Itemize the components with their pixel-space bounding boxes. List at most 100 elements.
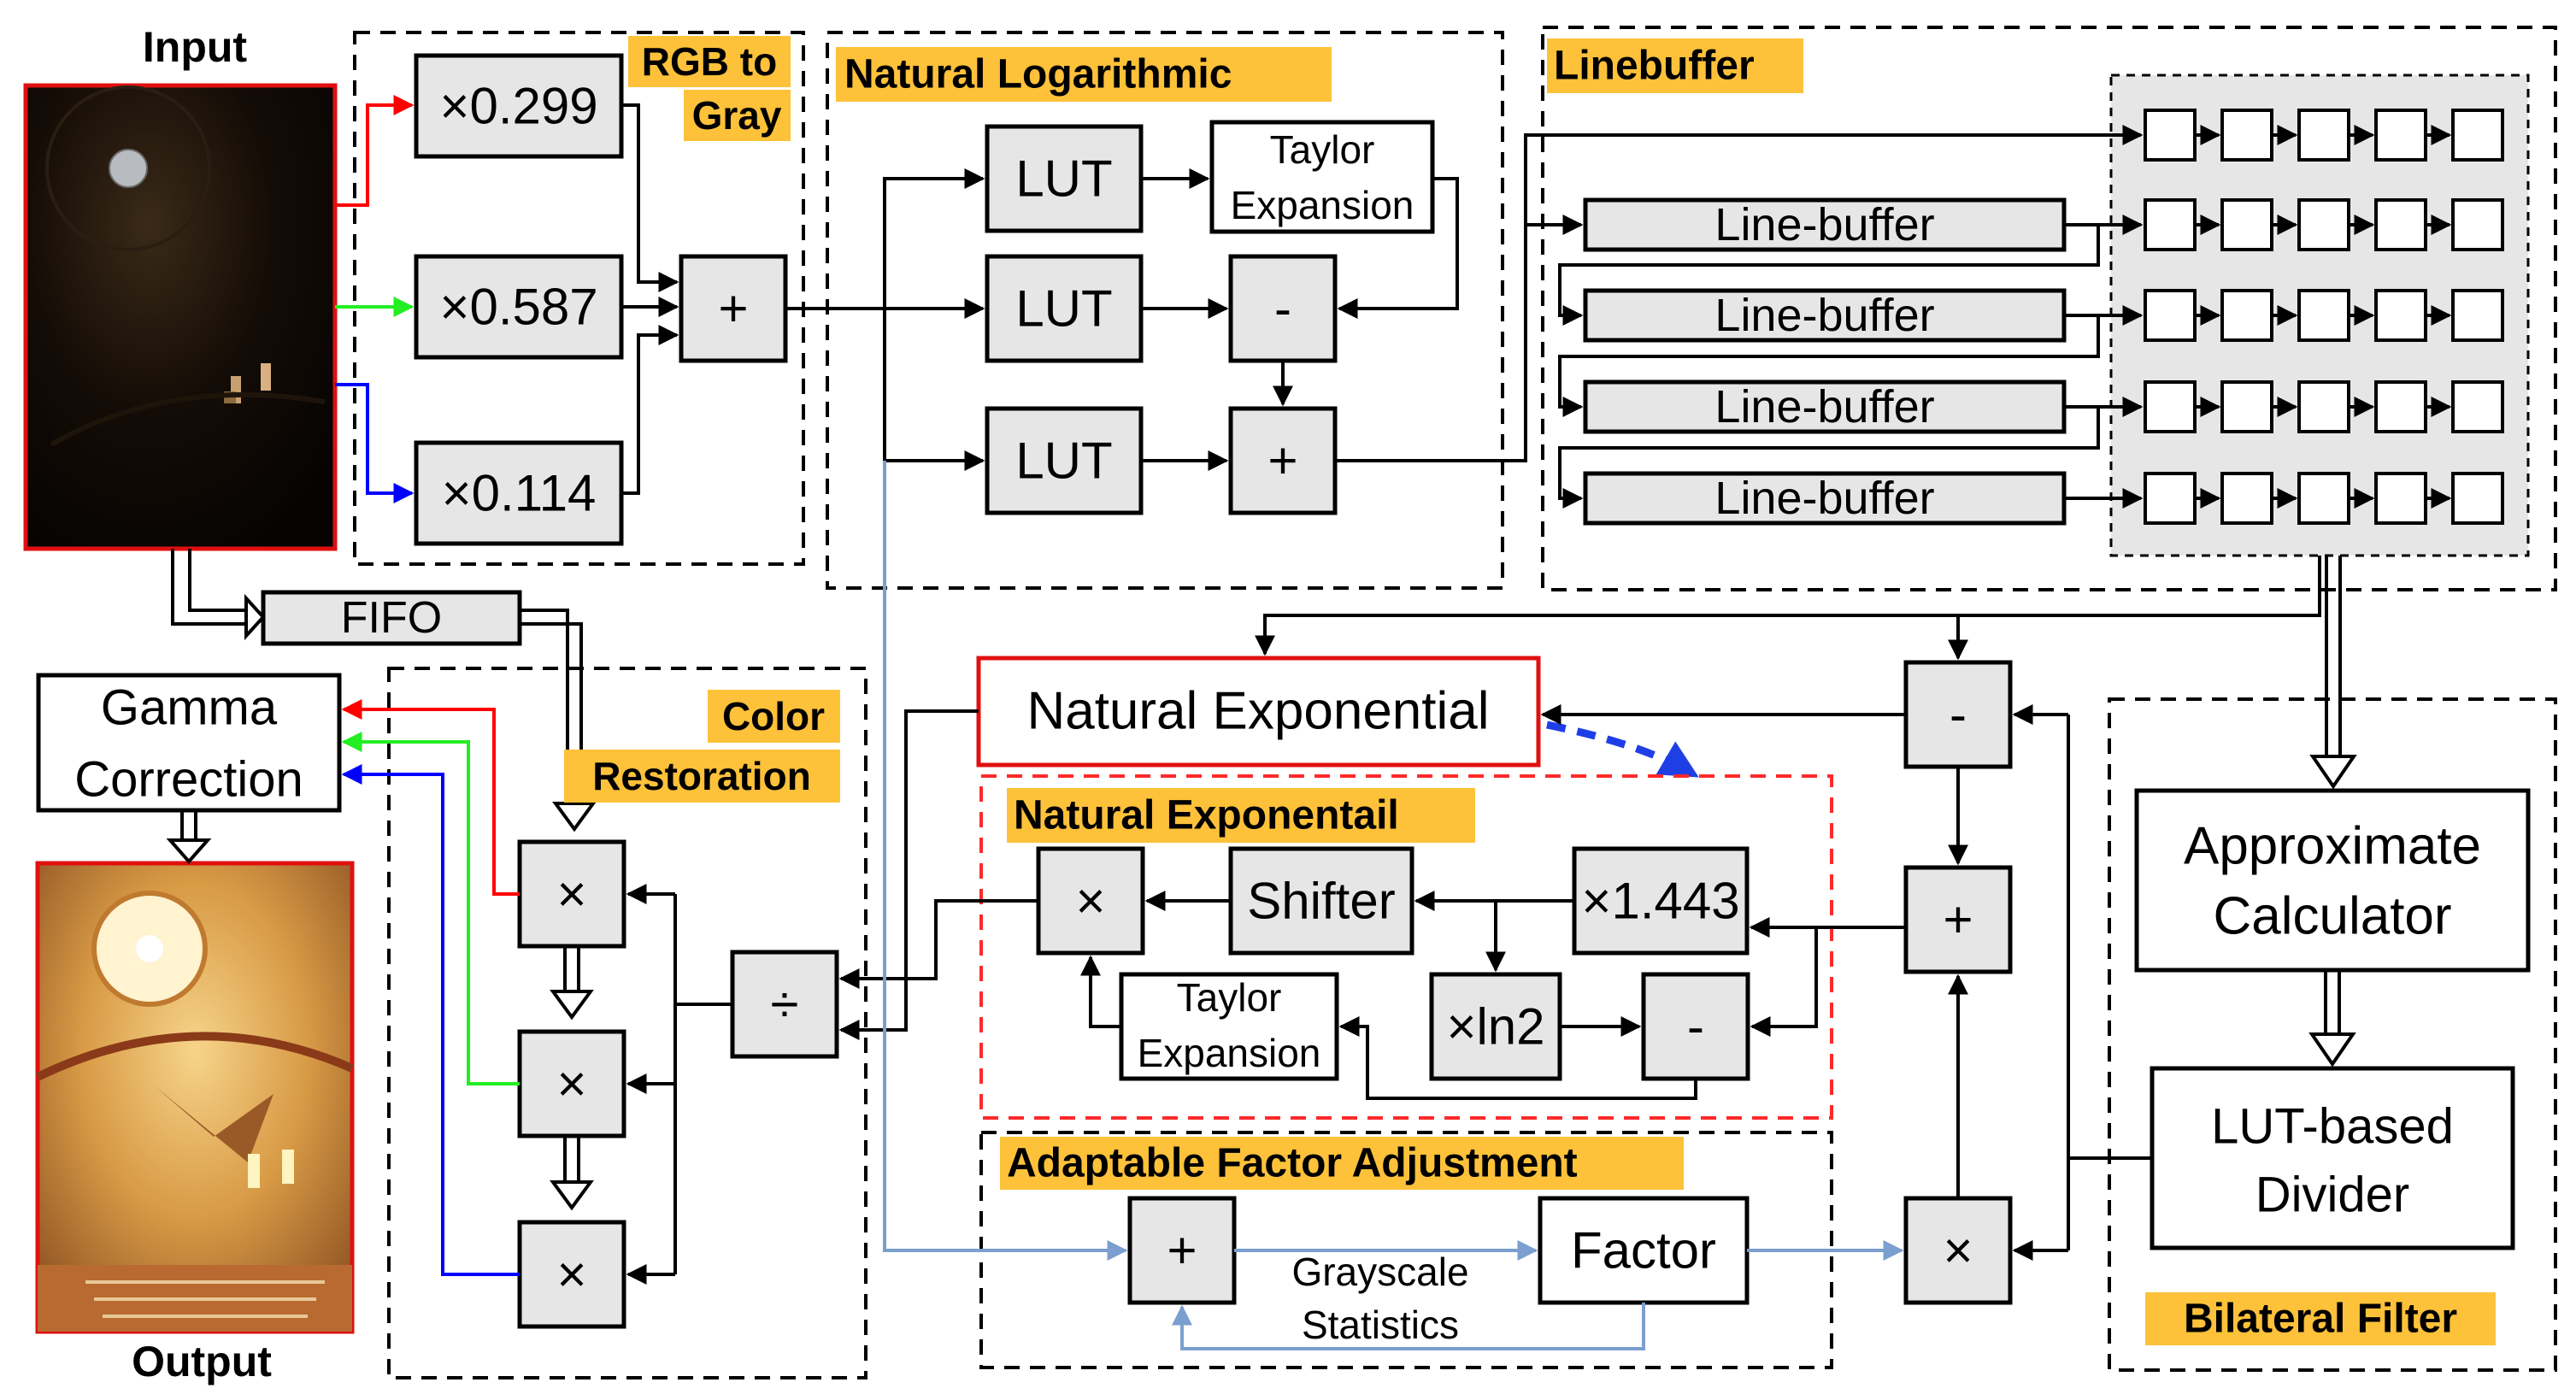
red-channel-arrow — [335, 95, 415, 207]
line-buffer-4-text: Line-buffer — [1714, 473, 1934, 524]
fifo-to-multiplier-arrow — [520, 609, 583, 803]
register-cell-r2-c5 — [2451, 198, 2504, 251]
taylor-log-line1: Taylor — [1270, 127, 1375, 172]
approx-line2: Calculator — [2213, 887, 2451, 946]
gray-to-lut1 — [883, 168, 985, 309]
input-to-exp-subtract — [1750, 927, 1818, 1037]
subtract-to-taylor — [1338, 1016, 1697, 1100]
lut-block-2 — [985, 254, 1144, 363]
rgb-to-gray-title-line2: Gray — [692, 93, 782, 138]
input-to-fifo-arrow — [171, 549, 248, 626]
taylor-block-log — [1209, 120, 1435, 234]
register-cell-r4-c3 — [2297, 380, 2350, 433]
mult-r-to-g-arrowhead — [550, 990, 594, 1021]
natural-log-highlight — [836, 47, 1332, 102]
gamma-to-output-arrow — [180, 810, 197, 842]
coef-b-text: ×0.114 — [442, 465, 597, 522]
register-cell-r4-c2 — [2220, 380, 2273, 433]
gamma-line1: Gamma — [101, 680, 278, 736]
linebuffer-title: Linebuffer — [1554, 44, 1755, 89]
approx-line1: Approximate — [2184, 817, 2481, 876]
rgb-to-gray-region — [353, 31, 805, 566]
color-restoration-highlight-2 — [564, 750, 840, 803]
fifo-block — [261, 590, 522, 646]
lut-text-3: LUT — [1015, 432, 1112, 490]
ln2-block — [1429, 972, 1562, 1081]
coef-b-to-adder — [621, 325, 679, 495]
exp-subtract-block — [1641, 972, 1750, 1081]
color-restoration-line1: Color — [722, 694, 825, 738]
lut-text-2: LUT — [1015, 280, 1112, 338]
log-subtract-text: - — [1274, 280, 1291, 338]
coef-r-text: ×0.299 — [439, 78, 597, 135]
mult-g-text: × — [556, 1056, 586, 1113]
taylor-exp-line1: Taylor — [1177, 975, 1282, 1020]
divider-text: ÷ — [771, 976, 799, 1033]
lut-block-1 — [985, 124, 1144, 233]
factor-feedback-blue — [1172, 1303, 1645, 1350]
output-label: Output — [132, 1338, 272, 1385]
natural-exponentail-region — [979, 774, 1833, 1120]
fifo-to-multiplier-arrowhead — [552, 802, 597, 832]
log-output-to-window — [1335, 125, 2144, 462]
coef-g-block — [414, 254, 624, 360]
red-restored-arrow — [341, 699, 520, 896]
exp-multiplier-text: × — [1075, 873, 1105, 930]
blue-restored-arrow — [341, 764, 520, 1276]
mult-b-block — [517, 1220, 626, 1329]
bilateral-filter-highlight — [2145, 1292, 2496, 1345]
register-cell-r5-c3 — [2297, 472, 2350, 525]
shifter-text: Shifter — [1247, 873, 1395, 930]
register-cell-r1-c5 — [2451, 109, 2504, 162]
register-cell-r4-c1 — [2144, 380, 2197, 433]
approx-to-divider-arrowhead — [2308, 1032, 2356, 1068]
register-cell-r3-c5 — [2451, 289, 2504, 342]
register-cell-r5-c5 — [2451, 472, 2504, 525]
gamma-line2: Correction — [74, 752, 303, 808]
output-image — [35, 861, 355, 1334]
grayscale-line2: Statistics — [1302, 1303, 1459, 1347]
shifter-block — [1228, 846, 1414, 956]
lut-divider-block — [2150, 1066, 2515, 1250]
expansion-dashed-arrow — [1546, 721, 1699, 778]
green-restored-arrow — [341, 732, 520, 1085]
taylor-to-multiplier — [1080, 955, 1121, 1028]
bilateral-filter-title: Bilateral Filter — [2184, 1297, 2457, 1342]
register-cell-r3-c4 — [2374, 289, 2427, 342]
register-cell-r2-c4 — [2374, 198, 2427, 251]
register-cell-r3-c1 — [2144, 289, 2197, 342]
lut-text-1: LUT — [1015, 150, 1112, 208]
stat-adder-text: + — [1167, 1222, 1197, 1279]
right-add-block — [1903, 865, 2013, 974]
register-cell-r2-c1 — [2144, 198, 2197, 251]
taylor-exp-line2: Expansion — [1138, 1031, 1321, 1075]
gray-to-statistics-blue — [883, 461, 1128, 1261]
gray-to-lut3 — [883, 309, 985, 471]
input-to-fifo-arrowhead — [244, 593, 266, 641]
natural-exponential-block — [976, 656, 1541, 768]
lb1-to-lb2 — [1558, 225, 2100, 326]
blue-channel-arrow — [335, 383, 415, 503]
mult-r-block — [517, 839, 626, 949]
register-cell-r3-c2 — [2220, 289, 2273, 342]
adaptable-factor-highlight — [1000, 1137, 1684, 1190]
window-to-natural-exp — [1255, 556, 2321, 656]
register-cell-r2-c2 — [2220, 198, 2273, 251]
right-multiply-text: × — [1943, 1222, 1973, 1279]
natural-exp-to-divider — [838, 709, 979, 1040]
grayscale-line1: Grayscale — [1291, 1250, 1468, 1294]
color-restoration-highlight-1 — [708, 690, 840, 743]
lb2-to-lb3 — [1558, 315, 2100, 417]
rgb-to-gray-highlight-1 — [628, 36, 791, 87]
register-cell-r4-c4 — [2374, 380, 2427, 433]
line-buffer-1-text: Line-buffer — [1714, 199, 1934, 250]
natural-exponential-text: Natural Exponential — [1026, 682, 1489, 741]
color-restoration-line2: Restoration — [592, 754, 811, 798]
linebuffer-region — [1541, 26, 2557, 591]
mult-b-text: × — [556, 1246, 586, 1303]
register-cell-r1-c1 — [2144, 109, 2197, 162]
register-cell-r5-c1 — [2144, 472, 2197, 525]
bilateral-filter-region — [2108, 697, 2557, 1372]
register-cell-r4-c5 — [2451, 380, 2504, 433]
log-add-text: + — [1267, 432, 1297, 490]
